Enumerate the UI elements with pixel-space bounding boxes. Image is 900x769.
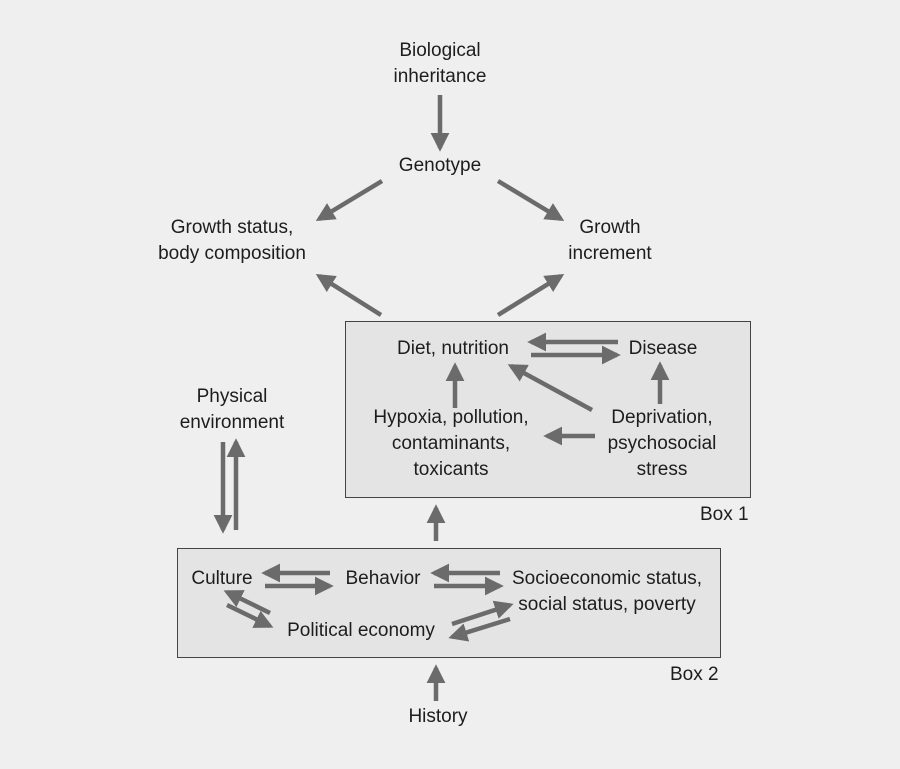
arrow-box1-to-growth-status (315, 273, 383, 317)
arrow-deprivation-to-diet (507, 364, 594, 412)
box-1-label: Box 1 (700, 504, 749, 525)
node-growth-increment: Growth increment (568, 217, 652, 264)
box-2-label: Box 2 (670, 664, 719, 685)
node-physical-environment: Physical environment (179, 386, 285, 433)
node-disease: Disease (628, 338, 698, 359)
node-socioeconomic: Socioeconomic status, social status, pov… (511, 568, 703, 615)
node-genotype: Genotype (398, 155, 482, 176)
node-culture: Culture (191, 568, 253, 589)
arrow-genotype-to-growth-increment (496, 179, 565, 221)
arrow-political-to-socioeconomic (451, 600, 514, 627)
arrow-culture-to-political (226, 602, 274, 629)
arrow-political-to-culture (223, 589, 271, 616)
arrow-socioeconomic-to-political (448, 616, 511, 642)
node-diet-nutrition: Diet, nutrition (397, 338, 509, 359)
node-hypoxia: Hypoxia, pollution, contaminants, toxica… (373, 407, 529, 480)
node-growth-status: Growth status, body composition (158, 217, 306, 264)
arrow-box1-to-growth-increment (496, 274, 565, 317)
node-biological-inheritance: Biological inheritance (393, 40, 487, 87)
node-political-economy: Political economy (287, 620, 435, 641)
arrow-genotype-to-growth-status (315, 179, 384, 221)
node-deprivation: Deprivation, psychosocial stress (607, 407, 717, 480)
box-1 (345, 321, 751, 498)
node-history: History (408, 706, 468, 727)
node-behavior: Behavior (345, 568, 421, 589)
